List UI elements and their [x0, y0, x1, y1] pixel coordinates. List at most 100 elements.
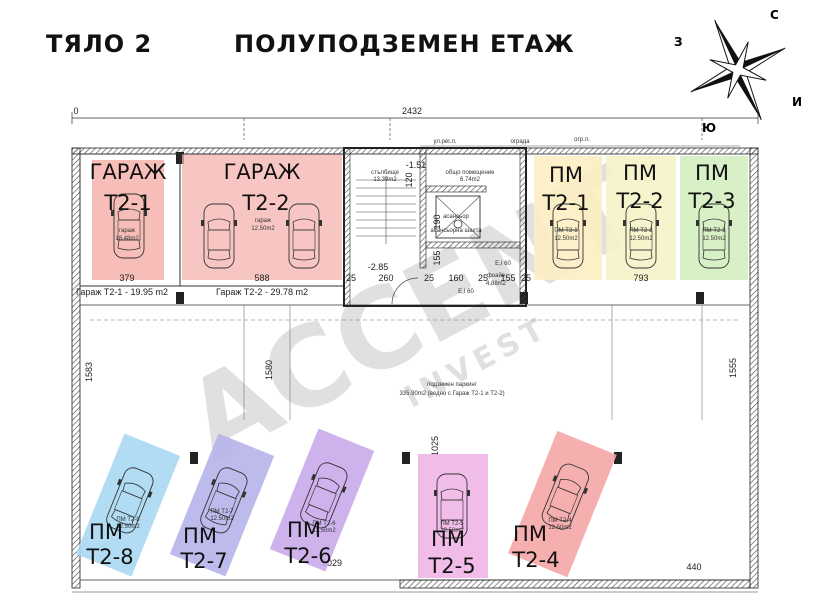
garage-t2-2: ГАРАЖ Т2-2 гараж 12.50m2 588 Гараж Т2-2 … [179, 153, 345, 297]
compass-west: З [674, 35, 683, 49]
garage-t2-1: ГАРАЖ Т2-1 гараж 18.48m2 379 Гараж Т2-1 … [76, 153, 181, 297]
spot-top-1-line2: Т2-1 [541, 191, 589, 215]
block-title: ТЯЛО 2 [46, 30, 153, 58]
garage-t2-2-line2: Т2-2 [241, 191, 289, 215]
spot-top-2-line1: ПМ [623, 161, 657, 185]
spot-top-3-note1: ПМ Т2-3 [702, 228, 726, 234]
spot-4-line2: Т2-4 [511, 548, 559, 572]
garage-t2-2-label: Гараж Т2-2 - 29.78 m2 [216, 287, 308, 297]
lift-label: асансьор [443, 214, 469, 220]
wall-a-dim: 25 [346, 273, 356, 283]
garage-t2-1-label: Гараж Т2-1 - 19.95 m2 [76, 287, 168, 297]
spot-bottom-t2-5: ПМ Т2-5 12.50m2 ПМ Т2-5 [418, 454, 488, 578]
parking-grid [90, 305, 740, 420]
spot-7-line2: Т2-7 [179, 549, 227, 573]
spot-5-note1: ПМ Т2-5 [440, 521, 464, 527]
mid-height-dim: 1580 [264, 360, 274, 380]
total-width: 2432 [402, 106, 422, 116]
spot-top-t2-1: ПМ Т2-1 ПМ Т2-1 12.50m2 [534, 156, 602, 280]
garage-t2-2-note1: гараж [255, 218, 271, 224]
spot-top-3-line1: ПМ [695, 161, 729, 185]
garage-fill [182, 154, 342, 280]
parking-hall: подземен паркинг 335.90m2 (ведно с Гараж… [84, 358, 738, 572]
top-dimension: 2432 0 ул.рег.л. ограда огр.л. [71, 106, 759, 147]
floor-title: ПОЛУПОДЗЕМЕН ЕТАЖ [234, 30, 575, 58]
foyer-area: 4.88m2 [486, 281, 507, 287]
room-a-dim: 260 [378, 273, 393, 283]
spot-8-line1: ПМ [89, 520, 123, 544]
garage-t2-1-line1: ГАРАЖ [90, 160, 167, 184]
garage-t2-1-note2: 18.48m2 [115, 236, 139, 242]
compass-south: Ю [702, 121, 716, 135]
spot-bottom-t2-6: ПМ Т2-6 12.50m2 ПМ Т2-6 [269, 428, 375, 572]
spot-6-note1: ПМ Т2-6 [312, 521, 336, 527]
compass-north: С [770, 8, 779, 22]
right-height-dim: 1555 [728, 358, 738, 378]
spot-top-t2-3: ПМ Т2-3 ПМ Т2-3 12.50m2 [680, 156, 748, 280]
fence-line-note: огр.л. [574, 137, 590, 143]
wall-c-dim: 25 [478, 273, 488, 283]
stair-area: 13.39m2 [373, 177, 397, 183]
left-height-dim: 1583 [84, 362, 94, 382]
stair-v3-dim: 155 [432, 250, 442, 265]
spot-top-1-note2: 12.50m2 [554, 236, 578, 242]
compass-rose: С И З Ю [674, 8, 802, 135]
garage-t2-1-dim: 379 [119, 273, 134, 283]
spot-5-line2: Т2-5 [427, 554, 475, 578]
top-right-dim: 793 [633, 273, 648, 283]
spot-5-line1: ПМ [431, 527, 465, 551]
spot-top-2-line2: Т2-2 [615, 189, 663, 213]
foyer-name: фоайе [487, 272, 506, 279]
spot-length-dim: 1025 [430, 436, 440, 456]
stair-core: стълбище 13.39m2 общо помещение 6.74m2 а… [343, 147, 531, 307]
spot-top-2-note2: 12.50m2 [629, 236, 653, 242]
spot-top-3-line2: Т2-3 [687, 189, 735, 213]
wall-b-dim: 25 [424, 273, 434, 283]
spot-top-1-line1: ПМ [549, 163, 583, 187]
garage-t2-2-dim: 588 [254, 273, 269, 283]
spot-6-note2: 12.50m2 [312, 528, 336, 534]
room-c-dim: 155 [500, 273, 515, 283]
left-edge-label: 0 [73, 106, 78, 116]
spot-6-line1: ПМ [287, 518, 321, 542]
spot-7-note1: ПМ Т2-7 [210, 509, 234, 515]
lift-shaft-label: асансьорна шахта [430, 228, 482, 234]
level-b: -2.85 [368, 262, 389, 272]
stair-v2-dim: 190 [432, 214, 442, 229]
level-a: -1.51 [406, 160, 427, 170]
compass-east: И [792, 95, 802, 109]
stair-v1-dim: 120 [404, 172, 414, 187]
garage-t2-1-note1: гараж [119, 228, 135, 234]
bottom-mid-dim: 2029 [322, 558, 342, 568]
door-rating-a: E,I 60 [495, 261, 511, 267]
spot-top-t2-2: ПМ Т2-2 ПМ Т2-2 12.50m2 [606, 156, 676, 280]
spot-top-1-note1: ПМ Т2-1 [554, 228, 578, 234]
parking-area: 335.90m2 (ведно с Гараж Т2-1 и Т2-2) [399, 391, 504, 397]
garage-t2-2-note2: 12.50m2 [251, 226, 275, 232]
spot-8-line2: Т2-8 [85, 545, 133, 569]
spot-6-line2: Т2-6 [283, 544, 331, 568]
spot-7-line1: ПМ [183, 524, 217, 548]
outer-walls [71, 147, 759, 593]
garage-t2-2-line1: ГАРАЖ [224, 160, 301, 184]
spot-8-note1: ПМ Т2-8 [116, 517, 140, 523]
spot-bottom-t2-7: ПМ Т2-7 12.50m2 ПМ Т2-7 [169, 433, 275, 577]
stair-name: стълбище [371, 170, 400, 176]
spot-8-note2: 12.50m2 [116, 524, 140, 530]
parking-name: подземен паркинг [427, 382, 478, 388]
right-bottom-dim: 440 [686, 562, 701, 572]
common-room-name: общо помещение [446, 170, 496, 176]
spot-4-line1: ПМ [513, 522, 547, 546]
spot-4-note2: 12.50m2 [548, 525, 572, 531]
common-room-area: 6.74m2 [460, 177, 481, 183]
room-b-dim: 160 [448, 273, 463, 283]
spot-4-note1: ПМ Т2-4 [548, 518, 572, 524]
spot-bottom-t2-4: ПМ Т2-4 12.50m2 ПМ Т2-4 [507, 430, 617, 578]
reg-line-note: ул.рег.л. [433, 139, 456, 145]
spot-bottom-t2-8: ПМ Т2-8 12.50m2 ПМ Т2-8 [75, 433, 181, 577]
garage-t2-1-line2: Т2-1 [103, 191, 151, 215]
spot-5-note2: 12.50m2 [440, 528, 464, 534]
door-rating-b: E,I 60 [458, 289, 474, 295]
spot-top-3-note2: 12.50m2 [702, 236, 726, 242]
spot-7-note2: 12.50m2 [210, 516, 234, 522]
